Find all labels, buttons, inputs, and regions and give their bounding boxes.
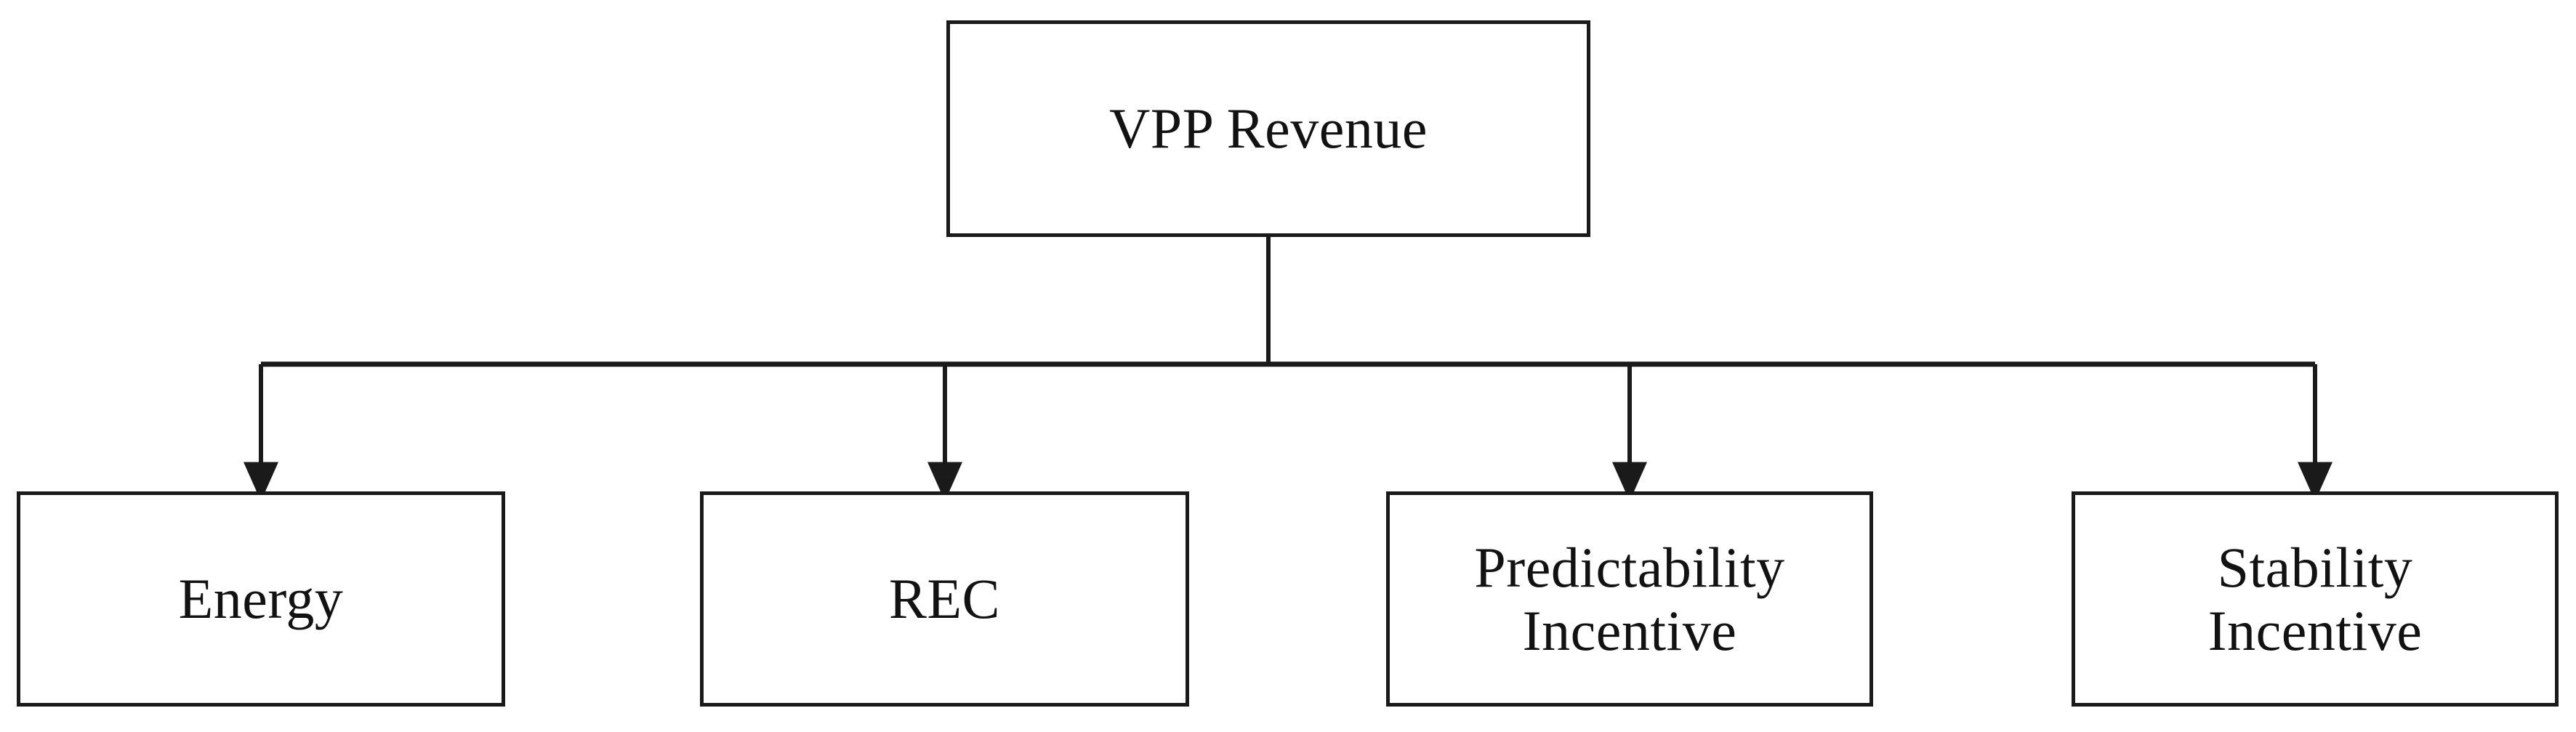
node-predictability-incentive[interactable]: Predictability Incentive <box>1386 491 1873 707</box>
node-stability-incentive[interactable]: Stability Incentive <box>2072 491 2559 707</box>
node-label-stability-incentive: Stability Incentive <box>2207 535 2423 662</box>
node-label-rec: REC <box>888 567 1001 631</box>
node-label-predictability-incentive: Predictability Incentive <box>1474 535 1785 662</box>
node-label-energy: Energy <box>178 567 344 631</box>
node-energy[interactable]: Energy <box>17 491 505 707</box>
node-rec[interactable]: REC <box>700 491 1189 707</box>
node-label-vpp-revenue: VPP Revenue <box>1108 97 1428 161</box>
node-vpp-revenue[interactable]: VPP Revenue <box>946 20 1590 237</box>
